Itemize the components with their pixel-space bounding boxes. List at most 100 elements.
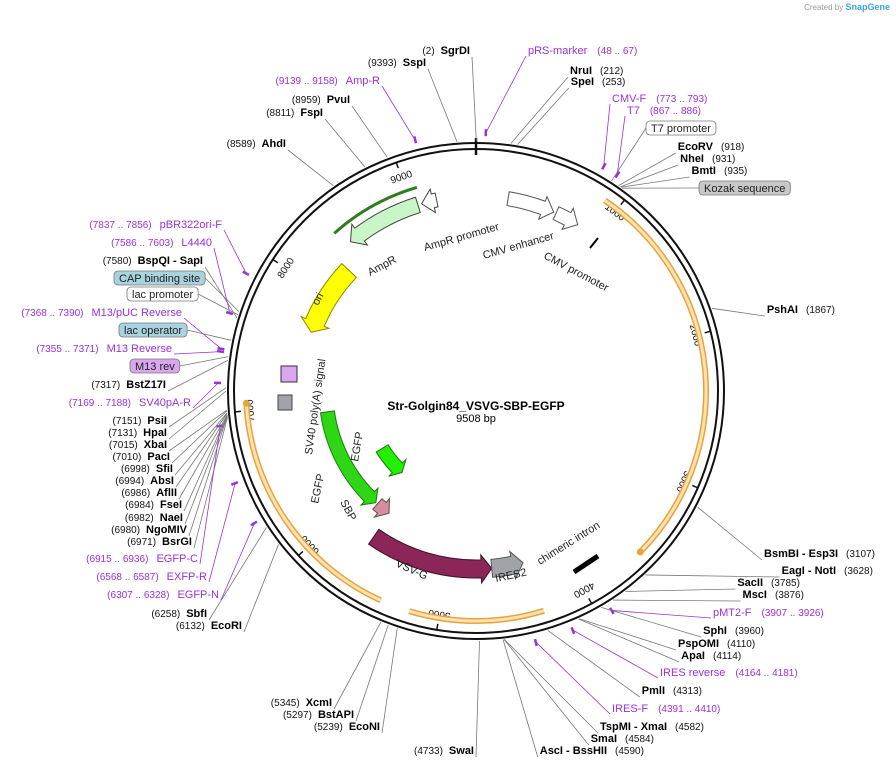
site-leader-bsrgi [193,417,228,549]
site-position: (3785) [771,578,800,589]
primer-cmv-f[interactable]: CMV-F(773 .. 793) [612,93,707,105]
site-bsrgi[interactable]: BsrGI(6971) [127,536,192,548]
site-nhei[interactable]: NheI(931) [680,153,735,165]
primer-m13-reverse[interactable]: M13 Reverse(7355 .. 7371) [36,343,172,355]
site-pshai[interactable]: PshAI(1867) [767,304,835,316]
primer-egfp-n[interactable]: EGFP-N(6307 .. 6328) [107,589,219,601]
primer-prs-marker[interactable]: pRS-marker (48 .. 67) [528,45,637,57]
site-sgrdi[interactable]: SgrDI(2) [422,45,470,57]
site-ahdi[interactable]: AhdI(8589) [227,138,286,150]
primer-ires-reverse[interactable]: IRES reverse(4164 .. 4181) [660,667,798,679]
primer-ires-f[interactable]: IRES-F(4391 .. 4410) [612,703,720,715]
site-tspmi-xmai[interactable]: TspMI - XmaI(4582) [600,721,704,733]
site-swai[interactable]: SwaI(4733) [414,745,474,757]
site-msci[interactable]: MscI(3876) [743,589,804,601]
site-bstapi[interactable]: BstAPI(5297) [283,709,354,721]
site-position: (4114) [713,651,741,662]
site-leader-bsmbi-esp3i [697,506,763,561]
site-position: (3628) [844,566,873,577]
site-paci[interactable]: PacI(7010) [112,451,170,463]
site-bstz17i[interactable]: BstZ17I(7317) [91,379,166,391]
site-asci-bsshii[interactable]: AscI - BssHII(4590) [540,745,644,757]
tick-label-9000: 9000 [389,169,414,187]
site-position: (6980) [111,525,140,536]
site-psii[interactable]: PsiI(7151) [113,415,167,427]
feature-label-kozak-sequence[interactable]: Kozak sequence [698,180,791,196]
feature-label-lac-promoter[interactable]: lac promoter [126,286,199,302]
site-position: (6998) [121,464,150,475]
primer-position: (6307 .. 6328) [107,590,169,601]
orf-arc-fill-1 [604,199,708,554]
feature-label-text: M13 rev [135,361,175,373]
site-sacii[interactable]: SacII(3785) [737,577,800,589]
site-pvui[interactable]: PvuI(8959) [292,94,350,106]
site-position: (6971) [127,537,156,548]
site-aflii[interactable]: AflII(6986) [121,487,177,499]
feature-name-sbp: SBP [337,498,358,523]
feature-label-m13-rev[interactable]: M13 rev [129,358,181,374]
site-position: (6132) [176,621,205,632]
feature-egfp-2 [375,444,407,477]
primer-mark-exfp-r [230,481,239,486]
primer-leader-pbr322ori-f [223,229,247,274]
site-xbai[interactable]: XbaI(7015) [109,439,167,451]
tick-mark-2000 [704,330,711,334]
tick-label-4000: 4000 [571,579,596,600]
site-eagi-noti[interactable]: EagI - NotI(3628) [782,565,873,577]
site-ecori[interactable]: EcoRI(6132) [176,620,242,632]
primer-egfp-c[interactable]: EGFP-C(6915 .. 6936) [86,553,198,565]
primer-name: pRS-marker [528,45,588,57]
primer-leader-ires-reverse [572,629,659,679]
site-sspi[interactable]: SspI(9393) [368,57,426,69]
site-leader-pshai [711,307,765,317]
site-ngomiv[interactable]: NgoMIV(6980) [111,524,188,536]
site-fsei[interactable]: FseI(6984) [125,499,182,511]
feature-label-lac-operator[interactable]: lac operator [118,322,188,338]
site-xcmi[interactable]: XcmI(5345) [271,697,332,709]
site-hpai[interactable]: HpaI(7131) [108,427,167,439]
primer-amp-r[interactable]: Amp-R(9139 .. 9158) [276,75,381,87]
site-leader-paci [171,410,228,464]
primer-sv40pa-r[interactable]: SV40pA-R(7169 .. 7188) [69,397,191,409]
box-leader-t7-promoter [611,127,647,182]
feature-label-text: CAP binding site [119,273,200,285]
site-bmti[interactable]: BmtI(935) [692,165,748,177]
site-leader-pmli [547,630,641,698]
site-bsmbi-esp3i[interactable]: BsmBI - Esp3I(3107) [764,548,875,560]
site-nrui[interactable]: NruI(212) [570,65,623,77]
site-bspqi-sapi[interactable]: BspQI - SapI(7580) [103,255,203,267]
primer-l4440[interactable]: L4440(7586 .. 7603) [111,237,212,249]
site-apai[interactable]: ApaI(4114) [681,650,741,662]
site-pmli[interactable]: PmlI(4313) [642,685,702,697]
site-sfii[interactable]: SfiI (6998) [121,463,173,475]
site-name: SfiI [156,463,173,475]
site-leader-ahdi [287,149,334,187]
site-smai[interactable]: SmaI(4584) [591,733,654,745]
primer-m13-puc-reverse[interactable]: M13/pUC Reverse(7368 .. 7390) [21,307,182,319]
site-pspomi[interactable]: PspOMI(4110) [678,638,755,650]
site-naei[interactable]: NaeI(6982) [125,512,183,524]
site-position: (6994) [115,476,144,487]
site-name: SmaI [591,733,617,745]
feature-label-cap-binding-site[interactable]: CAP binding site [113,270,206,286]
primer-exfp-r[interactable]: EXFP-R(6568 .. 6587) [96,571,207,583]
primer-name: SV40pA-R [139,397,191,409]
primer-position: (48 .. 67) [597,46,637,57]
site-sbfi[interactable]: SbfI(6258) [151,608,207,620]
site-ecorv[interactable]: EcoRV(918) [678,141,745,153]
site-spei[interactable]: SpeI(253) [571,76,626,88]
site-name: AflII [156,487,177,499]
primer-t7[interactable]: T7(867 .. 886) [627,105,701,117]
primer-pbr322ori-f[interactable]: pBR322ori-F(7837 .. 7856) [89,219,222,231]
site-position: (3960) [735,626,764,637]
site-leader-asci-bsshii [502,639,539,758]
site-name: FseI [160,499,182,511]
site-econi[interactable]: EcoNI(5239) [314,721,380,733]
primer-pmt2-f[interactable]: pMT2-F(3907 .. 3926) [713,607,824,619]
orf-end-2 [242,399,250,407]
tick-mark-6000 [297,550,304,557]
site-absi[interactable]: AbsI(6994) [115,475,174,487]
site-sphi[interactable]: SphI(3960) [703,625,764,637]
site-fspi[interactable]: FspI(8811) [266,107,323,119]
feature-label-t7-promoter[interactable]: T7 promoter [645,120,717,136]
